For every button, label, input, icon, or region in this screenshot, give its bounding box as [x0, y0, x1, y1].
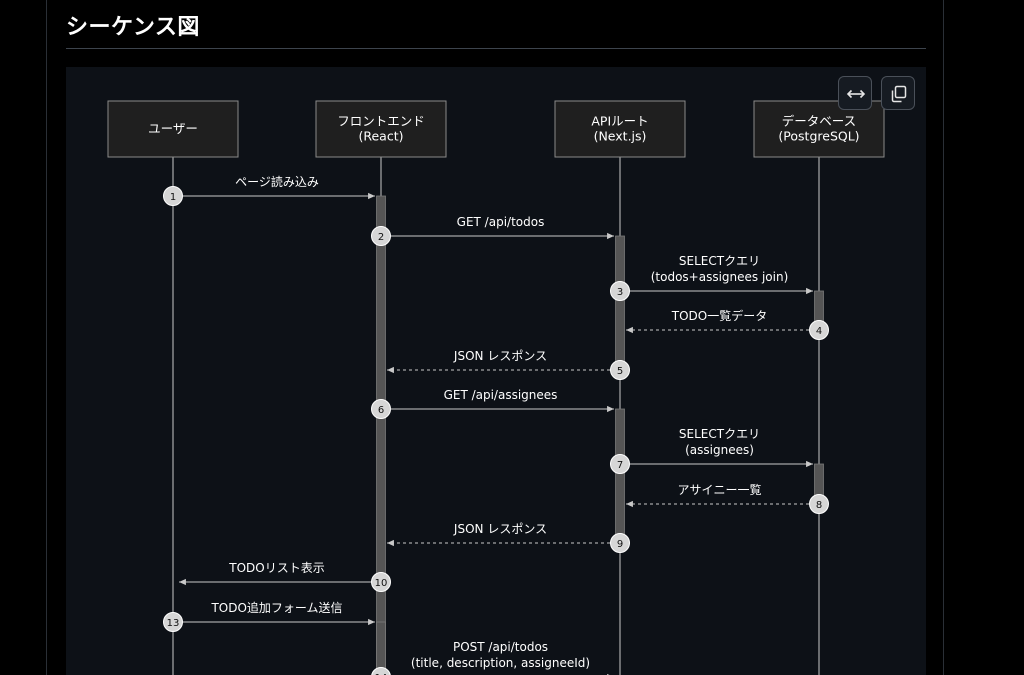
participant-label-frontend: フロントエンド: [337, 114, 425, 129]
participant-label-frontend: (React): [358, 129, 403, 144]
participant-box-db: [753, 100, 885, 158]
sequence-number-marker: [610, 454, 630, 474]
message-label: JSON レスポンス: [453, 349, 547, 363]
message-label: SELECTクエリ: [679, 427, 760, 441]
content-border-right: [943, 0, 944, 675]
activation-bar-frontend: [376, 621, 386, 675]
sequence-number: 5: [617, 366, 623, 377]
heading-divider: [66, 48, 926, 49]
sequence-number-marker: [371, 226, 391, 246]
sequence-number: 6: [378, 405, 384, 416]
message-label: TODO一覧データ: [671, 308, 767, 323]
copy-button[interactable]: [881, 76, 915, 110]
message-label: TODOリスト表示: [228, 561, 324, 575]
sequence-number: 1: [170, 192, 176, 203]
sequence-number-marker: [809, 320, 829, 340]
content-border-left: [46, 0, 47, 675]
message-label: アサイニー一覧: [677, 483, 761, 497]
sequence-number-marker: [610, 281, 630, 301]
sequence-number: 2: [378, 232, 384, 243]
message-label: (todos+assignees join): [651, 270, 789, 284]
sequence-number-marker: [610, 360, 630, 380]
copy-icon: [891, 85, 907, 103]
sequence-number: 7: [617, 460, 623, 471]
message-label: ページ読み込み: [235, 174, 319, 189]
expand-button[interactable]: [838, 76, 872, 110]
sequence-number: 8: [816, 500, 822, 511]
sequence-number-marker: [371, 667, 391, 675]
message-label: (title, description, assigneeId): [411, 656, 590, 670]
sequence-number-marker: [163, 612, 183, 632]
sequence-number: 3: [617, 287, 623, 298]
participant-label-api: APIルート: [591, 114, 648, 129]
section-heading: シーケンス図: [66, 15, 200, 40]
diagram-panel: ユーザーフロントエンド(React)APIルート(Next.js)データベース(…: [66, 67, 926, 675]
message-label: SELECTクエリ: [679, 254, 760, 268]
sequence-number-marker: [610, 533, 630, 553]
message-label: JSON レスポンス: [453, 522, 547, 536]
participant-label-user: ユーザー: [148, 121, 198, 136]
sequence-number-marker: [163, 186, 183, 206]
sequence-number: 13: [167, 618, 180, 629]
message-label: TODO追加フォーム送信: [210, 600, 342, 615]
participant-box-frontend: [315, 100, 447, 158]
sequence-number: 14: [375, 673, 388, 675]
horizontal-expand-icon: [846, 89, 866, 99]
participant-label-api: (Next.js): [594, 129, 647, 144]
participant-box-user: [107, 100, 239, 158]
activation-bar-api: [615, 408, 625, 544]
sequence-number-marker: [371, 399, 391, 419]
message-label: (assignees): [685, 443, 754, 457]
message-label: GET /api/assignees: [444, 388, 558, 402]
sequence-diagram: ユーザーフロントエンド(React)APIルート(Next.js)データベース(…: [107, 100, 885, 675]
sequence-number: 9: [617, 539, 623, 550]
participant-box-api: [554, 100, 686, 158]
sequence-number: 4: [816, 326, 822, 337]
sequence-number: 10: [375, 578, 388, 589]
message-label: POST /api/todos: [453, 640, 548, 654]
activation-bar-frontend: [376, 195, 386, 675]
message-label: GET /api/todos: [457, 215, 545, 229]
sequence-number-marker: [809, 494, 829, 514]
participant-label-db: データベース: [782, 114, 856, 129]
participant-label-db: (PostgreSQL): [778, 129, 859, 144]
activation-bar-api: [615, 235, 625, 371]
sequence-number-marker: [371, 572, 391, 592]
